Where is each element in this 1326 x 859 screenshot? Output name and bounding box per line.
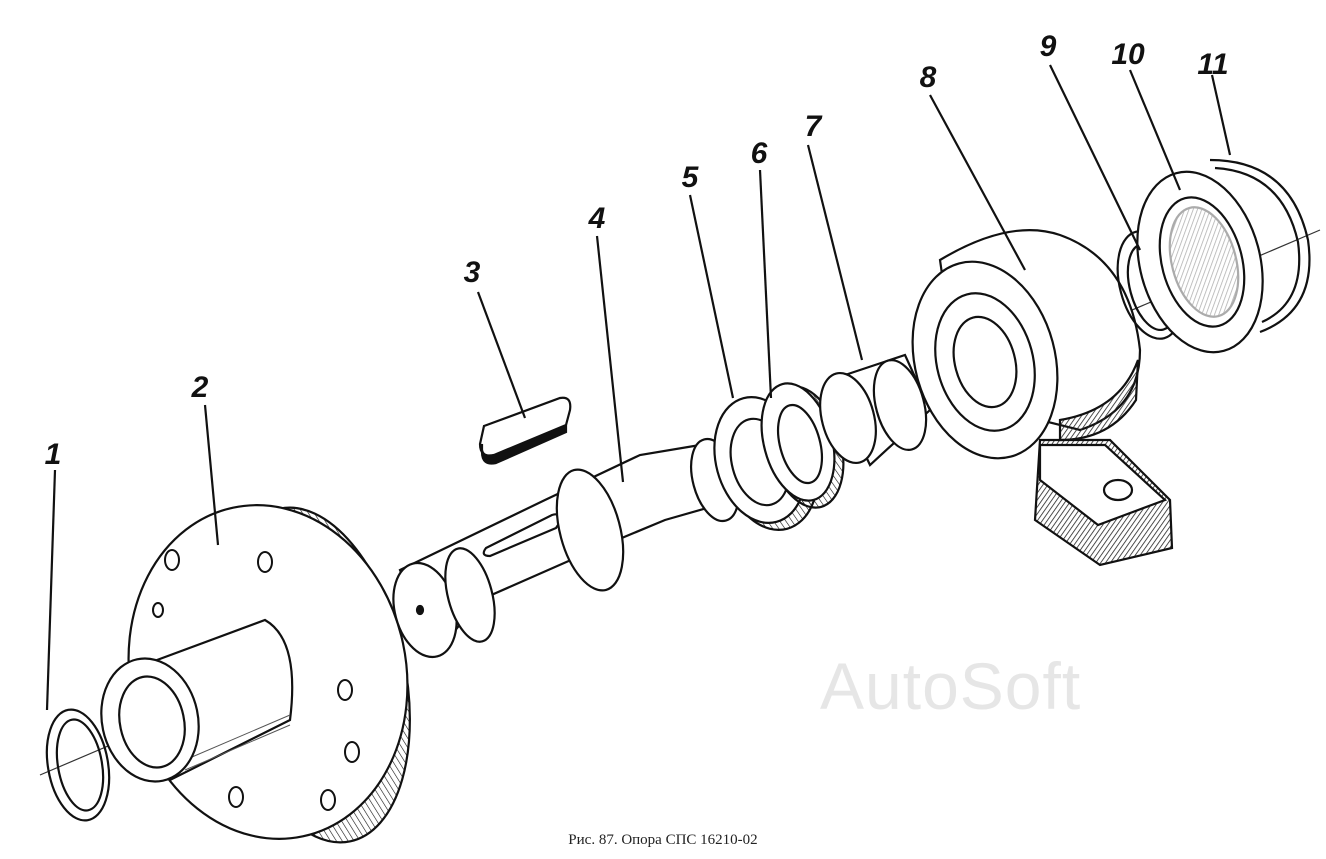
part-4-shaft — [392, 437, 742, 659]
callout-7: 7 — [804, 110, 822, 143]
callout-5: 5 — [681, 161, 699, 194]
leader-lines — [45, 64, 1232, 711]
callout-4: 4 — [588, 202, 606, 235]
figure-caption: Рис. 87. Опора СПС 16210-02 — [568, 832, 758, 848]
callout-2: 2 — [191, 371, 209, 404]
callout-1: 1 — [44, 438, 62, 471]
callout-3: 3 — [463, 256, 481, 289]
part-2-flange-hub — [100, 504, 411, 844]
callout-10: 10 — [1111, 38, 1145, 71]
callout-9: 9 — [1039, 30, 1057, 63]
part-11-outer-ring — [1209, 158, 1311, 334]
callout-8: 8 — [919, 61, 937, 94]
callout-11: 11 — [1197, 48, 1229, 81]
watermark: AutoSoft — [820, 649, 1082, 723]
part-7-sleeve — [819, 353, 932, 467]
part-10-large-washer — [1136, 170, 1264, 354]
part-8-bearing-housing — [911, 229, 1174, 567]
part-3-key — [478, 396, 572, 465]
part-1-retaining-ring — [45, 708, 111, 822]
callout-6: 6 — [750, 137, 768, 170]
